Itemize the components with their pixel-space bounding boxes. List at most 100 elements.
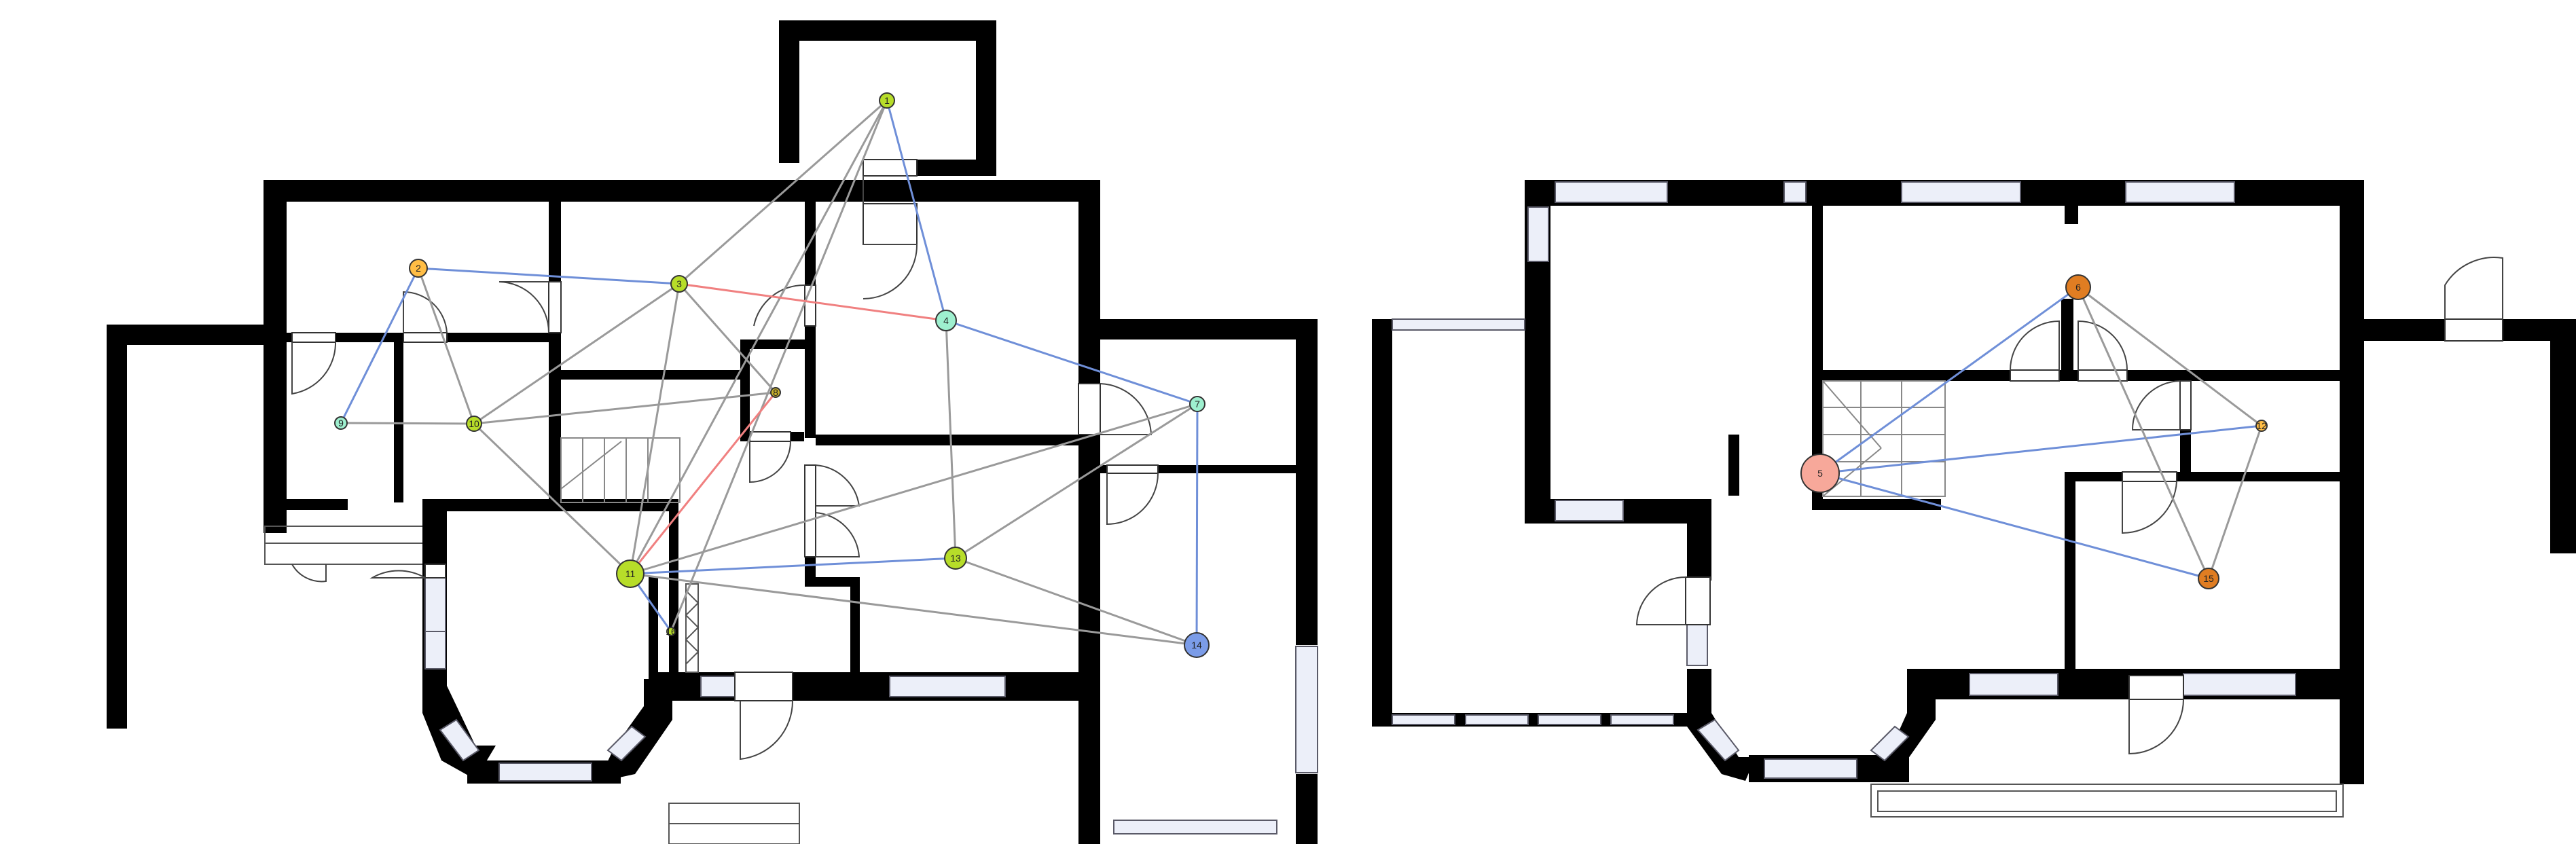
graph-node-circle xyxy=(670,275,688,293)
wall xyxy=(107,325,127,729)
wall xyxy=(1078,180,1100,844)
window xyxy=(439,718,480,762)
window xyxy=(2125,181,2235,203)
graph-node-circle xyxy=(616,559,645,588)
graph-node-7: 7 xyxy=(1189,396,1205,412)
graph-node-circle xyxy=(409,259,428,278)
graph-edge-11-14 xyxy=(630,572,1197,646)
upper-floor-plan xyxy=(1372,180,2576,818)
graph-node-circle xyxy=(2198,568,2219,589)
balcony-outline xyxy=(1870,784,2344,818)
graph-node-circle xyxy=(770,387,781,398)
wall xyxy=(2065,472,2340,481)
graph-node-5: 5 xyxy=(1800,454,1840,493)
graph-edge-4-7 xyxy=(945,319,1198,405)
wall xyxy=(976,20,996,163)
graph-node-label: 1 xyxy=(884,95,890,106)
wall xyxy=(1687,499,1711,581)
wall xyxy=(805,319,816,438)
wall xyxy=(1078,319,1318,340)
graph-edge-9-10 xyxy=(340,422,475,425)
graph-node-label: 8 xyxy=(773,387,778,398)
graph-edge-3-10 xyxy=(473,282,680,425)
graph-edge-11-13 xyxy=(630,557,956,575)
graph-node-label: 6 xyxy=(2075,282,2081,293)
graph-edge-13-7 xyxy=(955,403,1198,559)
graph-edge-1-11 xyxy=(629,100,888,574)
door xyxy=(403,291,448,343)
graph-edge-3-4 xyxy=(678,282,947,322)
wall xyxy=(2363,319,2445,341)
wall xyxy=(850,577,860,679)
wall xyxy=(561,370,750,380)
graph-edge-6-12 xyxy=(2078,286,2262,427)
door xyxy=(753,284,816,327)
window xyxy=(1113,820,1277,834)
balcony-outline xyxy=(1877,790,2337,812)
graph-edge-10-8 xyxy=(473,391,776,425)
door xyxy=(291,564,327,583)
graph-node-11: 11 xyxy=(616,559,645,588)
door xyxy=(291,332,337,395)
graph-edge-10-11 xyxy=(473,422,632,575)
wall xyxy=(2340,180,2364,784)
door xyxy=(498,281,562,333)
wall xyxy=(816,435,1078,445)
window xyxy=(424,576,446,632)
graph-edge-13-14 xyxy=(955,557,1197,646)
wall xyxy=(779,20,799,163)
wall xyxy=(1296,774,1318,844)
window xyxy=(606,725,647,762)
graph-node-label: 11 xyxy=(625,568,636,579)
graph-node-label: 2 xyxy=(416,263,421,274)
window xyxy=(1527,206,1549,262)
graph-node-14: 14 xyxy=(1184,632,1210,658)
graph-edge-1-4 xyxy=(886,100,947,321)
graph-node-circle xyxy=(879,92,895,109)
window xyxy=(498,763,592,782)
window xyxy=(1870,725,1910,762)
wall xyxy=(649,577,658,679)
graph-node-circle xyxy=(944,547,967,570)
window xyxy=(2183,673,2296,696)
graph-node-15: 15 xyxy=(2198,568,2219,589)
graph-node-label: 13 xyxy=(950,553,961,564)
graph-edge-3-11 xyxy=(629,283,681,574)
wall xyxy=(435,499,669,511)
window xyxy=(1697,718,1740,762)
door xyxy=(2122,471,2177,534)
closet-hatch xyxy=(685,590,700,665)
graph-node-label: 14 xyxy=(1191,640,1202,650)
graph-edge-12-15 xyxy=(2207,425,2263,579)
graph-node-4: 4 xyxy=(935,310,957,331)
graph-edge-1-16 xyxy=(670,100,888,632)
wall xyxy=(1296,319,1318,645)
door xyxy=(2444,257,2503,342)
wall xyxy=(2550,319,2576,553)
window xyxy=(424,631,446,669)
graph-edge-6-15 xyxy=(2077,287,2210,579)
graph-edge-5-6 xyxy=(1819,286,2079,475)
window xyxy=(889,676,1006,697)
graph-node-13: 13 xyxy=(944,547,967,570)
window xyxy=(1969,673,2058,696)
graph-node-circle xyxy=(1800,454,1840,493)
wall xyxy=(549,202,561,295)
graph-node-label: 9 xyxy=(338,418,344,428)
door xyxy=(2128,675,2184,755)
graph-edge-11-7 xyxy=(630,403,1198,575)
graph-edge-4-13 xyxy=(945,320,957,559)
door xyxy=(749,431,791,483)
wall xyxy=(1812,499,1941,510)
graph-node-circle xyxy=(666,627,676,636)
wall xyxy=(805,577,859,587)
wall xyxy=(1812,202,1823,507)
graph-node-label: 16 xyxy=(666,626,676,637)
window xyxy=(1764,758,1857,779)
wall xyxy=(779,20,996,41)
graph-node-label: 12 xyxy=(2256,420,2267,431)
window xyxy=(1538,714,1601,725)
wall xyxy=(107,325,266,345)
